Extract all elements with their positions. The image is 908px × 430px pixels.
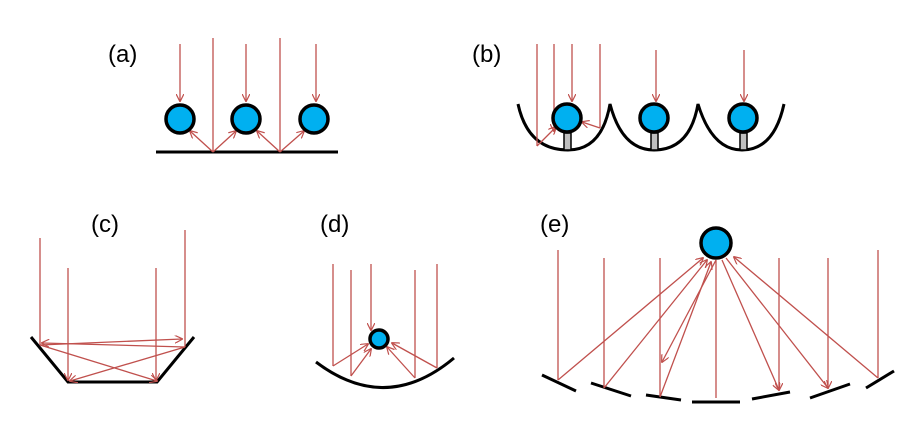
incident-rays — [39, 230, 186, 380]
light-ray — [257, 131, 281, 153]
mirror-segment — [590, 381, 632, 398]
panel-c: (c) — [29, 211, 196, 384]
light-ray — [39, 344, 157, 381]
light-ray — [387, 347, 416, 379]
panel-a: (a) — [108, 38, 338, 154]
mirror-segment — [645, 393, 682, 402]
absorber-tube — [298, 103, 330, 135]
absorber-tube — [699, 226, 733, 260]
incident-rays — [332, 264, 438, 378]
reflected-rays — [536, 122, 601, 147]
light-ray — [734, 257, 879, 379]
tube-support — [650, 132, 659, 151]
absorber-tube — [230, 103, 262, 135]
incident-rays — [557, 250, 879, 397]
light-ray — [659, 262, 711, 398]
light-ray — [70, 346, 186, 381]
panel-d: (d) — [315, 211, 455, 389]
panel-b: (b) — [472, 41, 786, 152]
tube-support — [739, 132, 748, 151]
light-ray — [662, 259, 717, 362]
light-ray — [279, 131, 304, 153]
mirror-segment — [865, 369, 895, 390]
light-ray — [392, 343, 438, 369]
reflected-rays — [557, 257, 879, 398]
panel-c-label: (c) — [91, 211, 119, 238]
reflected-rays — [190, 131, 304, 153]
mirror-segment — [751, 390, 791, 401]
reflected-rays — [39, 339, 186, 381]
panel-e: (e) — [540, 211, 895, 404]
absorber-tube — [164, 103, 196, 135]
absorber-tube — [638, 102, 670, 134]
panel-d-label: (d) — [320, 211, 349, 238]
panel-a-label: (a) — [108, 41, 137, 68]
light-ray — [557, 258, 703, 381]
linear-fresnel-mirrors — [541, 369, 895, 404]
tube-support — [563, 132, 572, 151]
light-ray — [42, 343, 186, 348]
trapezoidal-reflector — [29, 336, 196, 384]
mirror-segment — [541, 373, 577, 393]
panel-b-label: (b) — [472, 41, 501, 68]
light-ray — [190, 131, 214, 153]
incident-rays — [180, 38, 316, 152]
absorber-tube — [727, 102, 759, 134]
light-ray — [212, 131, 236, 153]
light-ray — [603, 260, 707, 389]
parabolic-trough-reflector — [315, 356, 455, 389]
absorber-tube — [551, 102, 583, 134]
light-ray — [332, 344, 368, 367]
reflected-rays — [332, 343, 438, 379]
light-ray — [721, 259, 779, 390]
light-ray — [350, 349, 371, 377]
light-ray — [582, 122, 601, 129]
absorber-tube — [368, 328, 390, 350]
mirror-segment — [809, 382, 851, 400]
light-ray — [725, 257, 828, 388]
panel-e-label: (e) — [540, 211, 569, 238]
light-ray — [536, 127, 556, 147]
